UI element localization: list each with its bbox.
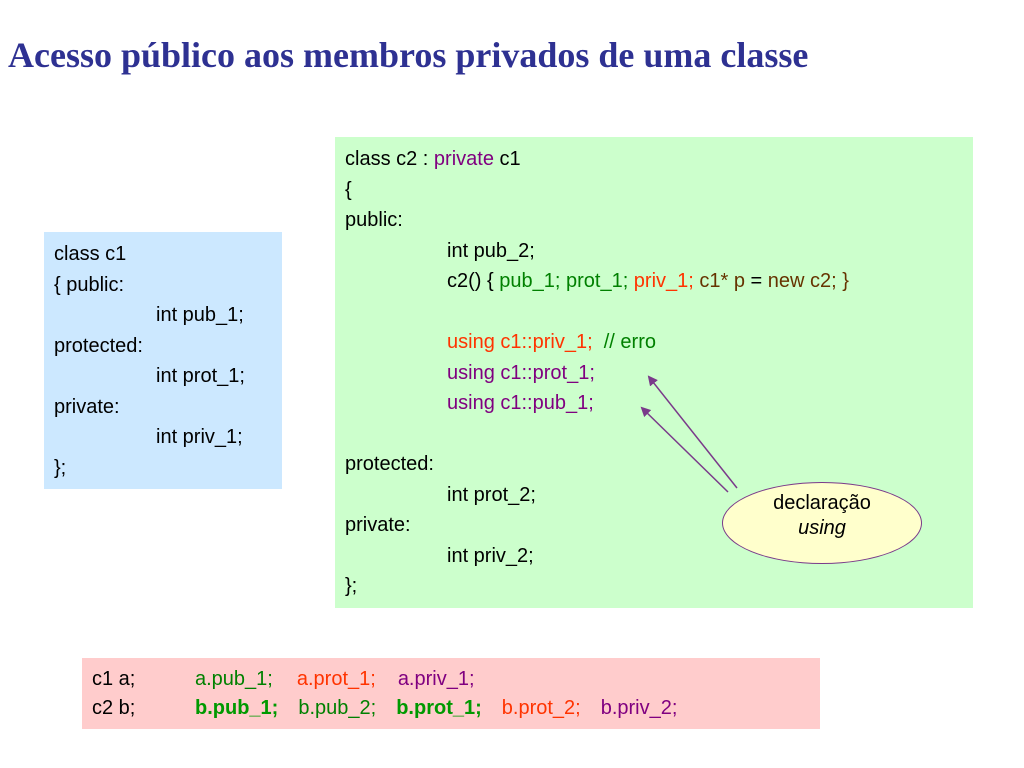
keyword-private: private [433,148,494,170]
code-line: { public: [54,273,125,296]
code-line-blank [345,297,963,328]
code-text: c1 [493,148,521,170]
code-line: int pub_1; [54,300,272,331]
code-text-accessible-bold: b.prot_1; [396,697,482,719]
callout-line: declaração [773,492,871,514]
code-line-blank [345,419,963,450]
code-line: c2() { pub_1; prot_1; priv_1; c1* p = ne… [345,266,963,297]
class-c2-code-box: class c2 : private c1 { public: int pub_… [335,137,973,608]
code-line: using c1::prot_1; [345,358,963,389]
code-line: class c2 : private c1 [345,144,963,175]
code-text-using: using c1::prot_1; [447,361,595,384]
code-text: c2() { [447,270,500,292]
class-c1-code-box: class c1 { public: int pub_1; protected:… [44,232,282,489]
usage-line: c2 b; b.pub_1; b.pub_2; b.prot_1; b.prot_2; b… [92,694,810,723]
code-text-error: b.prot_2; [501,697,581,719]
code-text-accessible: b.pub_2; [298,697,377,719]
using-declaration-callout: declaração using [722,482,922,564]
code-line: int pub_2; [345,236,963,267]
code-text: int priv_1; [156,426,243,448]
code-line: int priv_1; [54,422,272,453]
code-text-accessible: a.pub_1; [195,668,273,690]
code-text-error: using c1::priv_1; [447,331,593,353]
code-text: int prot_2; [447,483,536,506]
code-text: int priv_2; [447,544,534,567]
code-line: }; [54,456,67,479]
code-text-error: priv_1; [628,270,694,292]
code-line: private: [345,514,411,536]
usage-code-box: c1 a; a.pub_1; a.prot_1; a.priv_1; c2 b; b.p… [82,658,820,729]
code-line: private: [54,395,120,418]
code-text: new c2; } [767,270,849,292]
code-text: int pub_1; [156,304,244,326]
code-text: int prot_1; [156,365,245,387]
code-line: protected: [54,334,143,357]
callout-line-italic: using [798,517,846,539]
code-text: class c2 : [345,148,434,170]
code-text: c2 b; [92,697,136,719]
code-text-accessible: pub_1; prot_1; [499,270,629,292]
code-line: int priv_2; [345,541,963,572]
code-line: using c1::priv_1; // erro [345,327,963,358]
code-line: int prot_2; [345,480,963,511]
code-text-using: using c1::pub_1; [447,392,594,414]
code-text-error: a.prot_1; [296,668,376,690]
code-comment: // erro [592,331,656,353]
code-text: int pub_2; [447,239,535,262]
code-text-error-private: a.priv_1; [397,668,475,690]
code-text: c1* p [693,270,745,292]
code-line: public: [345,209,403,231]
code-line: protected: [345,453,434,475]
code-line: { [345,178,352,201]
code-text: c1 a; [92,668,136,690]
code-line: class c1 [54,243,127,265]
code-line: int prot_1; [54,361,272,392]
code-text-accessible-bold: b.pub_1; [195,697,279,719]
code-line: }; [345,575,358,597]
usage-line: c1 a; a.pub_1; a.prot_1; a.priv_1; [92,665,810,694]
slide-title: Acesso público aos membros privados de u… [8,35,809,75]
code-line: using c1::pub_1; [345,388,963,419]
code-text: = [745,270,768,292]
code-text-error-private: b.priv_2; [600,697,678,719]
